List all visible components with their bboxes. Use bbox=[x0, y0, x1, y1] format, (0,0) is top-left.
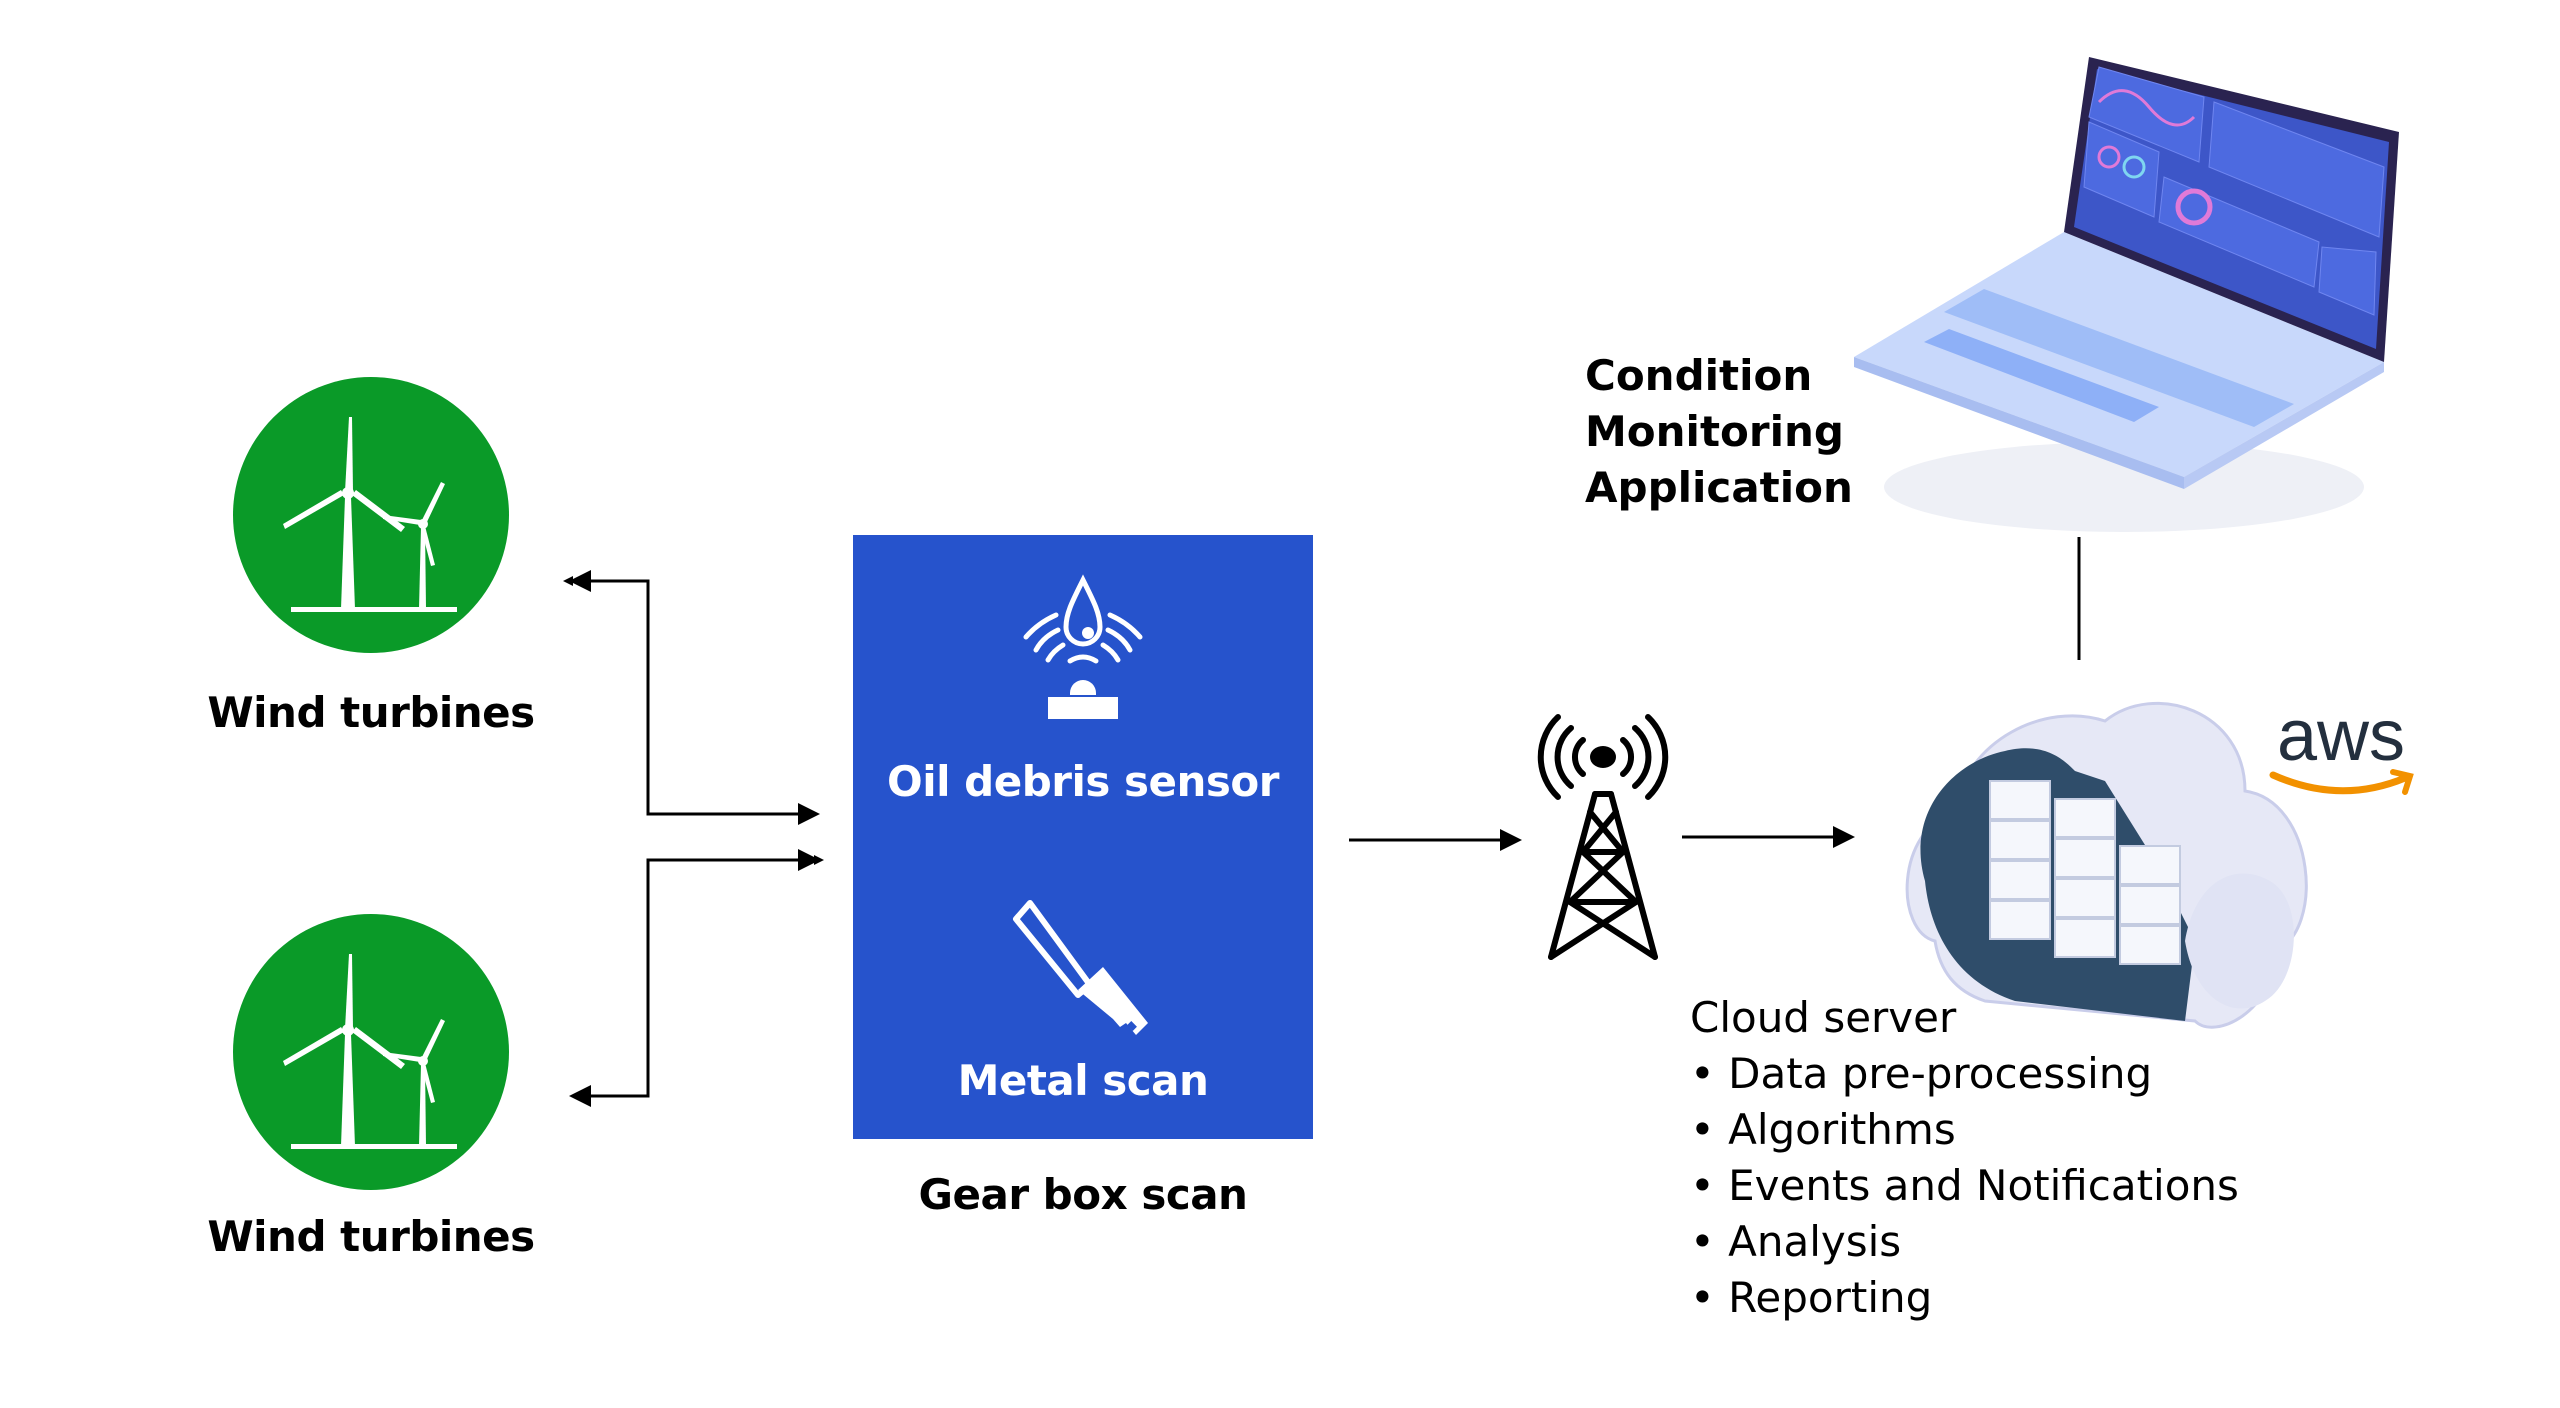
cloud-server-list: Cloud server • Data pre-processing • Alg… bbox=[1690, 990, 2239, 1326]
arrowhead-left-top bbox=[569, 570, 591, 592]
aws-logo-text: aws bbox=[2277, 696, 2405, 776]
oil-drop-sensor-icon bbox=[1023, 574, 1143, 719]
list-item: • Algorithms bbox=[1690, 1105, 1956, 1154]
list-item: • Events and Notifications bbox=[1690, 1161, 2239, 1210]
condition-monitoring-app-label: Condition Monitoring Application bbox=[1585, 348, 1853, 516]
wind-turbines-label: Wind turbines bbox=[207, 688, 535, 737]
wind-turbines-label: Wind turbines bbox=[207, 1212, 535, 1261]
arrowhead-right-bottom bbox=[798, 849, 820, 871]
metal-scan-label: Metal scan bbox=[957, 1056, 1209, 1105]
metal-scan-wand-icon bbox=[1013, 900, 1148, 1035]
laptop-dashboard-icon bbox=[1854, 57, 2399, 532]
cloud-server-title: Cloud server bbox=[1690, 993, 1957, 1042]
aws-logo: aws bbox=[2269, 696, 2414, 795]
cloud-server-icon bbox=[1905, 701, 2308, 1029]
wind-turbine-icon bbox=[233, 377, 509, 653]
arrowhead-left-bottom bbox=[569, 1085, 591, 1107]
arrowhead-tower bbox=[1500, 829, 1522, 851]
list-item: • Analysis bbox=[1690, 1217, 1902, 1266]
arrow-turbine-bottom bbox=[571, 855, 824, 1101]
app-label-line: Application bbox=[1585, 463, 1853, 512]
arrowhead-right-top bbox=[798, 803, 820, 825]
list-item: • Data pre-processing bbox=[1690, 1049, 2153, 1098]
wind-turbine-icon bbox=[233, 914, 509, 1190]
arrow-turbine-top bbox=[563, 576, 816, 819]
oil-debris-sensor-label: Oil debris sensor bbox=[887, 757, 1279, 806]
arrowhead-cloud bbox=[1833, 826, 1855, 848]
gear-box-scan-caption: Gear box scan bbox=[918, 1170, 1248, 1219]
app-label-line: Condition bbox=[1585, 351, 1813, 400]
app-label-line: Monitoring bbox=[1585, 407, 1844, 456]
list-item: • Reporting bbox=[1690, 1273, 1933, 1322]
radio-tower-icon bbox=[1537, 714, 1669, 960]
